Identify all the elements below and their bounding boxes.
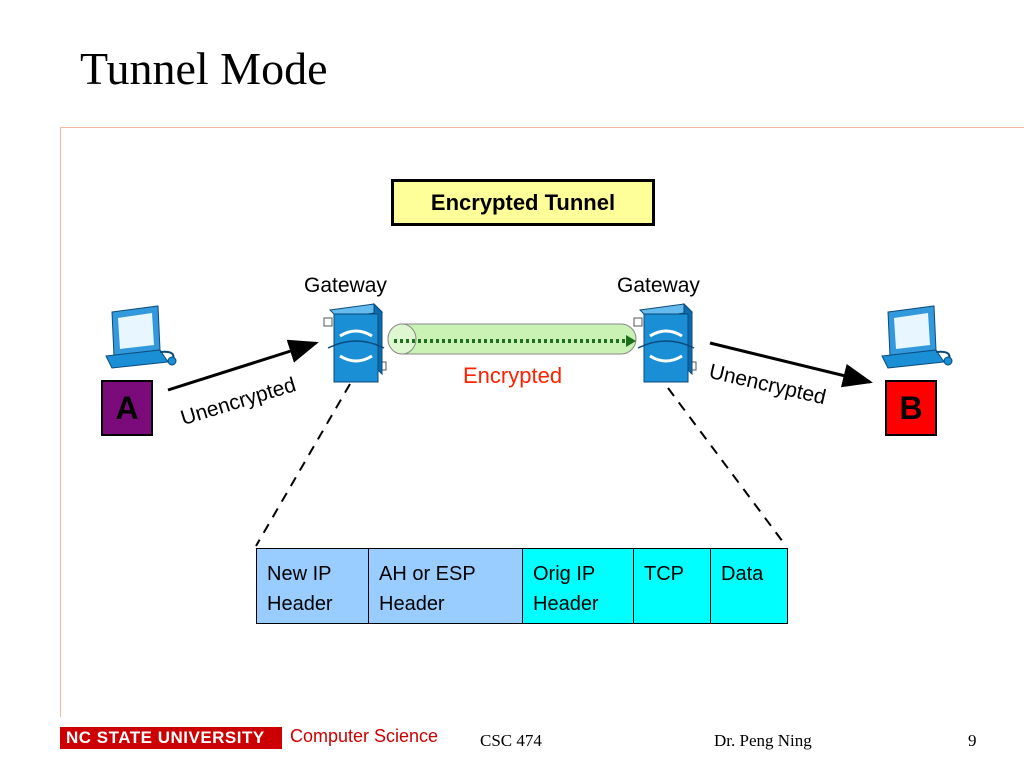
right-gateway-icon: [633, 302, 697, 383]
packet-cell-tcp: TCP: [634, 549, 711, 623]
packet-cell-data: Data: [711, 549, 787, 623]
department-name: Computer Science: [290, 726, 439, 746]
left-callout-line: [255, 383, 351, 547]
encrypted-label: Encrypted: [463, 363, 563, 388]
left-gateway-label: Gateway: [304, 274, 387, 297]
packet-cell-line: Header: [267, 593, 333, 615]
packet-cell-line: Header: [533, 593, 599, 615]
left-gateway-icon: [323, 302, 387, 383]
tunnel-pipe: [387, 323, 637, 355]
computer-b-icon: [881, 305, 953, 369]
author-name: Dr. Peng Ning: [714, 731, 812, 750]
left-margin-rule: [60, 127, 61, 717]
packet-cell-line: AH or ESP: [379, 563, 476, 585]
packet-cell-line: Data: [721, 563, 764, 585]
packet-cell-orig-ip-header: Orig IP Header: [523, 549, 634, 623]
course-code: CSC 474: [480, 731, 542, 750]
title-divider: [60, 127, 1024, 128]
packet-cell-line: TCP: [644, 563, 684, 585]
host-b-label: B: [885, 380, 937, 436]
packet-cell-line: Header: [379, 593, 445, 615]
packet-cell-line: New IP: [267, 563, 332, 585]
encrypted-tunnel-label-box: Encrypted Tunnel: [391, 179, 655, 226]
packet-structure: New IP Header AH or ESP Header Orig IP H…: [256, 548, 788, 624]
right-callout-line: [667, 387, 787, 547]
packet-cell-ah-esp-header: AH or ESP Header: [369, 549, 523, 623]
university-logo: NC STATE UNIVERSITY: [60, 727, 282, 749]
left-unencrypted-arrow: [167, 339, 319, 392]
packet-cell-line: Orig IP: [533, 563, 596, 585]
right-gateway-label: Gateway: [617, 274, 700, 297]
right-unencrypted-arrow: [709, 341, 873, 388]
packet-cell-new-ip-header: New IP Header: [257, 549, 369, 623]
computer-a-icon: [105, 305, 177, 369]
host-a-label: A: [101, 380, 153, 436]
slide-title: Tunnel Mode: [80, 43, 328, 94]
page-number: 9: [968, 731, 977, 750]
